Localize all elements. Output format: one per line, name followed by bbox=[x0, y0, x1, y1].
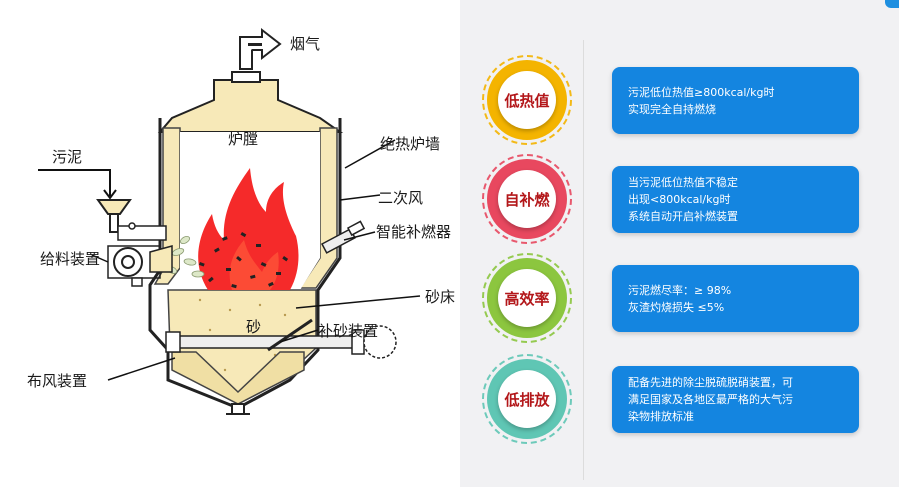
card-line: 污泥燃尽率：≥ 98% bbox=[628, 283, 732, 297]
badge-title: 低排放 bbox=[504, 390, 550, 409]
card-self-combustion: 当污泥低位热值不稳定 出现<800kcal/kg时 系统自动开启补燃装置 bbox=[612, 166, 859, 233]
card-line: 出现<800kcal/kg时 bbox=[628, 193, 731, 206]
badge-low-heat-value: 低热值 bbox=[482, 55, 572, 145]
badge-title: 高效率 bbox=[504, 289, 550, 308]
bottom-cone bbox=[171, 351, 305, 405]
pointer-lines bbox=[91, 139, 421, 381]
badge-low-emission: 低排放 bbox=[482, 354, 572, 444]
badge-title: 低热值 bbox=[504, 91, 550, 110]
furnace-shell bbox=[148, 118, 342, 410]
badge-self-combustion: 自补燃 bbox=[482, 154, 572, 244]
card-line: 系统自动开启补燃装置 bbox=[628, 210, 738, 223]
label-feeder: 给料装置 bbox=[40, 250, 101, 268]
card-low-heat-value: 污泥低位热值≥800kcal/kg时 实现完全自持燃烧 bbox=[612, 67, 859, 134]
label-sludge: 污泥 bbox=[52, 148, 83, 166]
card-line: 灰渣灼烧损失 ≤5% bbox=[628, 300, 725, 314]
card-low-emission: 配备先进的除尘脱硫脱硝装置，可 满足国家及各地区最严格的大气污 染物排放标准 bbox=[612, 366, 859, 433]
label-sand-replenish: 补砂装置 bbox=[318, 322, 379, 340]
sludge-input-line bbox=[38, 169, 111, 196]
label-smart-burner: 智能补燃器 bbox=[376, 223, 452, 241]
card-line: 污泥低位热值≥800kcal/kg时 bbox=[628, 85, 775, 99]
incinerator-diagram bbox=[38, 27, 421, 415]
sand-replenish-pipe bbox=[267, 318, 313, 352]
card-line: 当污泥低位热值不稳定 bbox=[628, 176, 738, 189]
feeder-assembly bbox=[96, 199, 173, 287]
label-air-distributor: 布风装置 bbox=[27, 372, 88, 390]
label-flue-gas: 烟气 bbox=[290, 35, 321, 53]
card-line: 染物排放标准 bbox=[628, 410, 694, 423]
furnace-top bbox=[157, 79, 344, 133]
smart-burner-device bbox=[320, 220, 366, 254]
badge-high-efficiency: 高效率 bbox=[482, 253, 572, 343]
label-insulated-wall: 绝热炉墙 bbox=[380, 135, 441, 153]
label-secondary-air: 二次风 bbox=[378, 189, 424, 207]
card-high-efficiency: 污泥燃尽率：≥ 98% 灰渣灼烧损失 ≤5% bbox=[612, 265, 859, 332]
sludge-particles bbox=[198, 232, 289, 289]
corner-decoration bbox=[885, 0, 899, 8]
air-distributor-pipe bbox=[165, 325, 397, 359]
label-sand-bed: 砂床 bbox=[425, 288, 456, 306]
badge-title: 自补燃 bbox=[504, 190, 550, 209]
flue-gas-pipe bbox=[239, 27, 282, 70]
card-line: 实现完全自持燃烧 bbox=[628, 102, 716, 116]
column-divider bbox=[583, 40, 584, 480]
label-furnace-chamber: 炉膛 bbox=[228, 130, 259, 148]
label-sand: 砂 bbox=[246, 318, 262, 336]
card-line: 配备先进的除尘脱硫脱硝装置，可 bbox=[628, 376, 793, 389]
drain-valve bbox=[226, 403, 250, 415]
card-line: 满足国家及各地区最严格的大气污 bbox=[628, 393, 793, 406]
